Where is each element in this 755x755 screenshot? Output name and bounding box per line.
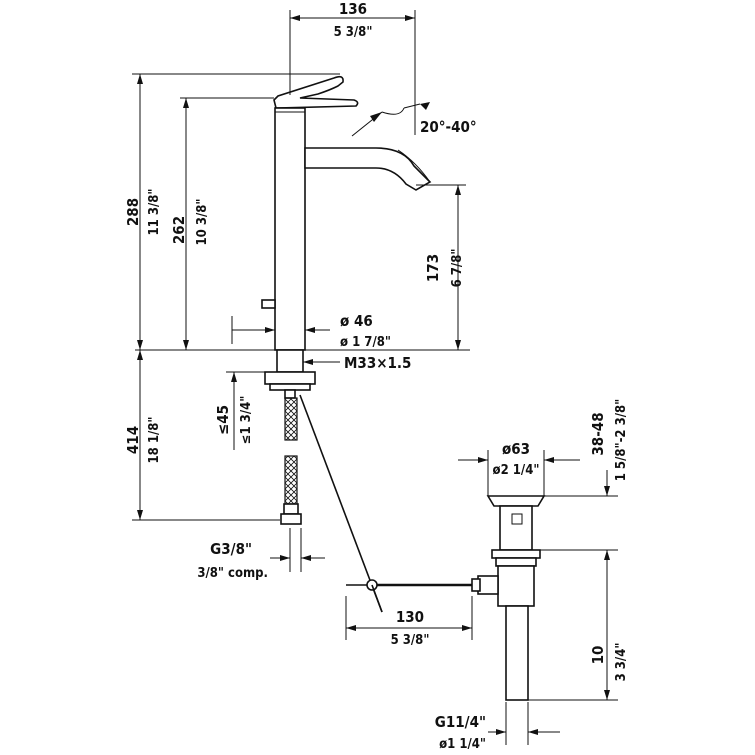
dim-max-counter: ≤45 ≤1 3/4"	[214, 371, 266, 450]
dim-tail-length-metric: 10	[589, 646, 607, 665]
hose-braid-upper	[284, 397, 298, 441]
mounting-shank	[276, 349, 304, 373]
dim-spout-angle: 20°-40°	[351, 102, 477, 137]
dim-hose-connection-metric: G3/8"	[210, 540, 252, 558]
dim-drain-range-imperial: 1 5/8"-2 3/8"	[614, 399, 629, 482]
dim-mount-thread-label: M33×1.5	[344, 354, 411, 372]
drain-body	[497, 565, 535, 607]
drain-tailpiece	[505, 605, 529, 701]
drain-stopper	[499, 505, 533, 551]
dim-lever-height-metric: 262	[170, 216, 188, 244]
faucet-body	[261, 75, 432, 399]
drain-side-port	[477, 575, 499, 595]
dim-overall-height-imperial: 11 3/8"	[147, 189, 162, 236]
dim-lever-height-imperial: 10 3/8"	[195, 199, 210, 246]
dim-hose-length-metric: 414	[124, 426, 142, 454]
dim-rod-length-imperial: 5 3/8"	[391, 633, 430, 648]
dim-top-width-imperial: 5 3/8"	[334, 25, 373, 40]
dim-max-counter-metric: ≤45	[214, 405, 232, 435]
spout	[304, 147, 432, 191]
drain-flange	[486, 495, 546, 507]
dim-drain-thread-metric: G11/4"	[435, 713, 486, 731]
dim-base-diameter-imperial: ø 1 7/8"	[340, 335, 391, 350]
faucet-column	[274, 107, 306, 351]
pop-up-rod	[299, 394, 383, 613]
supply-hose	[280, 397, 302, 525]
dim-hose-connection-imperial: 3/8" comp.	[197, 566, 268, 581]
dim-spout-height: 173 6 7/8"	[416, 184, 466, 350]
dim-mount-thread: M33×1.5	[303, 354, 411, 372]
dim-hose-length: 414 18 1/8"	[124, 350, 280, 521]
dim-spout-height-metric: 173	[424, 254, 442, 282]
pop-up-knob	[261, 299, 276, 309]
dim-overall-height-metric: 288	[124, 198, 142, 226]
dim-spout-angle-label: 20°-40°	[420, 118, 477, 136]
dim-lever-height: 262 10 3/8"	[170, 97, 274, 350]
dim-hose-connection: G3/8" 3/8" comp.	[197, 528, 325, 581]
hose-braid-lower	[284, 455, 298, 505]
dim-tail-length-imperial: 3 3/4"	[614, 643, 629, 682]
dim-drain-diameter-metric: ø63	[502, 440, 530, 458]
dim-drain-diameter-imperial: ø2 1/4"	[493, 463, 540, 478]
dim-overall-height: 288 11 3/8"	[124, 73, 340, 350]
dim-drain-range-metric: 38-48	[589, 412, 607, 455]
dim-drain-thread: G11/4" ø1 1/4"	[435, 702, 560, 752]
dim-base-diameter: ø 46 ø 1 7/8"	[231, 312, 391, 350]
dim-rod-length-metric: 130	[396, 608, 424, 626]
dim-base-diameter-metric: ø 46	[340, 312, 373, 330]
dim-max-counter-imperial: ≤1 3/4"	[239, 396, 254, 445]
pop-up-drain	[471, 495, 546, 701]
dim-drain-diameter: ø63 ø2 1/4"	[458, 440, 580, 496]
lever-handle	[273, 75, 359, 109]
dim-top-width-metric: 136	[339, 0, 367, 18]
mounting-nut	[264, 371, 316, 385]
dim-rod-length: 130 5 3/8"	[345, 596, 473, 648]
dim-hose-length-imperial: 18 1/8"	[147, 417, 162, 464]
hose-fitting	[283, 503, 299, 515]
dim-tail-length: 10 3 3/4"	[528, 549, 629, 701]
dim-drain-range: 38-48 1 5/8"-2 3/8"	[544, 399, 629, 497]
dim-top-width: 136 5 3/8"	[289, 0, 416, 135]
dim-drain-thread-imperial: ø1 1/4"	[439, 737, 486, 752]
dim-spout-height-imperial: 6 7/8"	[450, 249, 465, 288]
